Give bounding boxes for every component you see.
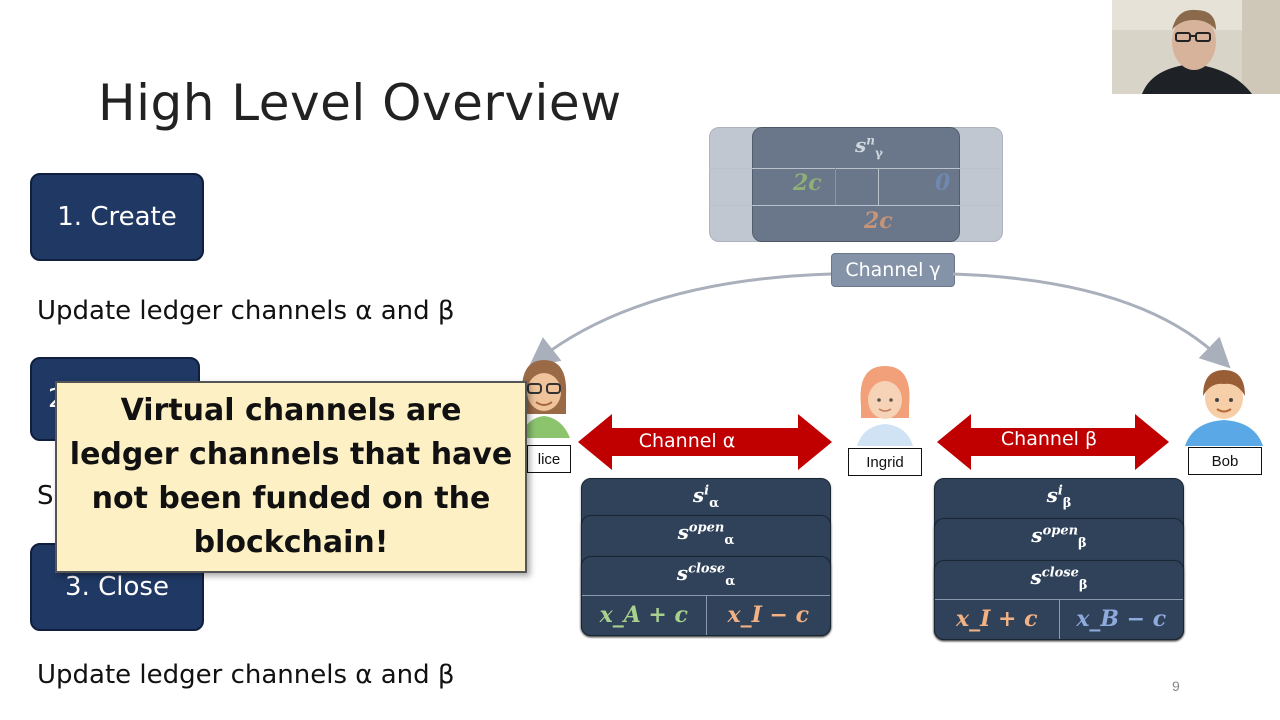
- gamma-curve-arrow: [528, 272, 1231, 369]
- gamma-divider-top: [709, 168, 1001, 169]
- slide-title: High Level Overview: [98, 74, 622, 132]
- gamma-divider-bottom: [709, 205, 1001, 206]
- channel-beta-label: Channel β: [1000, 428, 1098, 450]
- bob-name-label: Bob: [1188, 447, 1262, 475]
- ingrid-name-label: Ingrid: [848, 448, 922, 476]
- close-step-label: 3. Close: [65, 572, 169, 602]
- create-step-button[interactable]: 1. Create: [30, 173, 204, 261]
- gamma-ingrid-value: 2c: [864, 208, 893, 234]
- channel-gamma-label: Channel γ: [831, 253, 955, 287]
- page-number: 9: [1172, 678, 1180, 694]
- ingrid-avatar-icon: [857, 366, 913, 446]
- gamma-divider-mid2: [835, 168, 836, 205]
- channel-beta-arrow: [937, 414, 1169, 470]
- channel-alpha-arrow: [578, 414, 832, 470]
- beta-state-sclose: scloseβ x_I + c x_B − c: [934, 560, 1184, 640]
- virtual-channel-callout: Virtual channels are ledger channels tha…: [55, 381, 527, 573]
- gamma-bob-value: 0: [935, 170, 951, 196]
- beta-ingrid-balance: x_I + c: [955, 606, 1038, 633]
- gamma-state-front: [752, 127, 960, 242]
- alice-name-label: lice: [527, 445, 571, 473]
- channel-alpha-label: Channel α: [638, 430, 736, 452]
- close-description: Update ledger channels α and β: [37, 660, 455, 690]
- bob-avatar-icon: [1185, 370, 1263, 446]
- alice-avatar-icon: [520, 360, 570, 438]
- alpha-ingrid-balance: x_I − c: [727, 602, 810, 629]
- beta-bob-balance: x_B − c: [1076, 606, 1167, 633]
- create-step-label: 1. Create: [57, 202, 177, 232]
- alpha-alice-balance: x_A + c: [599, 602, 688, 629]
- gamma-alice-value: 2c: [793, 170, 822, 196]
- gamma-divider-mid: [878, 168, 879, 205]
- alpha-state-sclose: scloseα x_A + c x_I − c: [581, 556, 831, 636]
- create-description: Update ledger channels α and β: [37, 296, 455, 326]
- presenter-webcam: [1112, 0, 1280, 94]
- gamma-state-sn: snγ: [855, 133, 883, 160]
